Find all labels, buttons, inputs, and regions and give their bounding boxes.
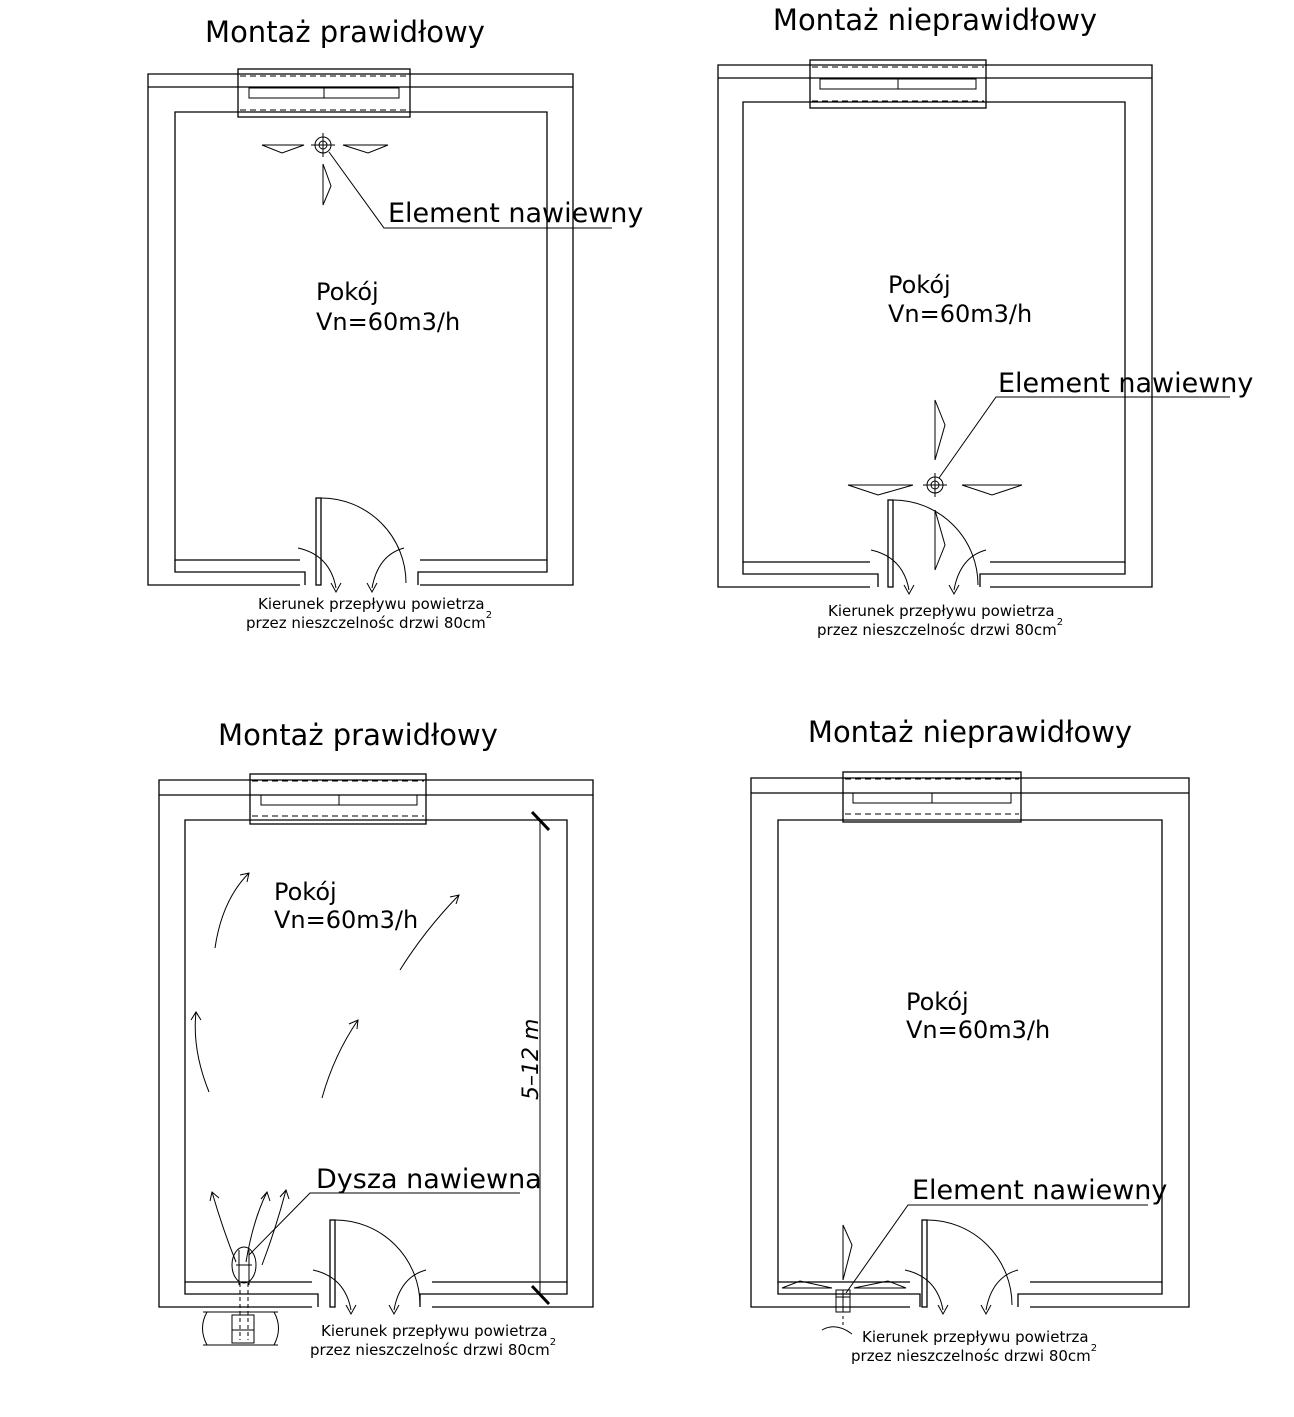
nozzle-icon bbox=[202, 1246, 279, 1346]
element-label: Element nawiewny bbox=[912, 1175, 1167, 1206]
element-label: Dysza nawiewna bbox=[316, 1164, 542, 1195]
room-flow: Vn=60m3/h bbox=[316, 308, 460, 336]
arrow-down-icon bbox=[322, 163, 332, 206]
note-text: przez nieszczelnośc drzwi 80cm bbox=[817, 621, 1057, 639]
arrow-down-icon bbox=[934, 509, 946, 571]
note-superscript: 2 bbox=[1057, 617, 1063, 628]
window bbox=[237, 68, 411, 118]
window bbox=[809, 59, 987, 109]
note-line-2: przez nieszczelnośc drzwi 80cm2 bbox=[246, 610, 492, 632]
arrow-left-icon bbox=[847, 484, 914, 496]
panel-title: Montaż prawidłowy bbox=[205, 15, 485, 49]
room-name: Pokój bbox=[274, 878, 337, 906]
room-name: Pokój bbox=[888, 271, 951, 299]
room-flow: Vn=60m3/h bbox=[274, 906, 418, 934]
panel-top-right: Montaż nieprawidłowy bbox=[717, 3, 1253, 639]
note-line-1: Kierunek przepływu powietrza bbox=[828, 602, 1055, 620]
note-text: przez nieszczelnośc drzwi 80cm bbox=[310, 1341, 550, 1359]
break-line bbox=[821, 1326, 853, 1335]
leader-line bbox=[328, 151, 612, 229]
arrow-left-icon bbox=[781, 1280, 833, 1289]
arrow-left-icon bbox=[261, 144, 305, 154]
outer-wall bbox=[717, 64, 1153, 588]
inner-wall bbox=[184, 819, 568, 1283]
outer-wall bbox=[147, 73, 574, 586]
leader-line bbox=[938, 396, 1230, 479]
note-line-1: Kierunek przepływu powietrza bbox=[862, 1328, 1089, 1346]
leader-line bbox=[845, 1204, 1148, 1294]
panel-title: Montaż nieprawidłowy bbox=[808, 715, 1132, 749]
door bbox=[742, 499, 1126, 596]
note-line-1: Kierunek przepływu powietrza bbox=[321, 1322, 548, 1340]
window bbox=[842, 771, 1022, 823]
leader-line bbox=[248, 1192, 520, 1256]
arrow-up-icon bbox=[934, 399, 946, 461]
room-flow: Vn=60m3/h bbox=[906, 1016, 1050, 1044]
panel-title: Montaż nieprawidłowy bbox=[773, 3, 1097, 37]
window bbox=[249, 773, 427, 825]
panel-top-left: Montaż prawidłowy bbox=[147, 15, 643, 632]
element-label: Element nawiewny bbox=[998, 368, 1253, 399]
arrow-right-icon bbox=[853, 1280, 907, 1289]
arrow-right-icon bbox=[342, 144, 389, 154]
inner-wall bbox=[777, 819, 1163, 1283]
supply-element bbox=[781, 1204, 1148, 1335]
outer-wall bbox=[750, 777, 1190, 1308]
note-text: przez nieszczelnośc drzwi 80cm bbox=[246, 614, 486, 632]
dimension-line bbox=[530, 810, 551, 1306]
note-line-2: przez nieszczelnośc drzwi 80cm2 bbox=[310, 1337, 556, 1359]
room-name: Pokój bbox=[906, 988, 969, 1016]
arrow-up-icon bbox=[842, 1224, 853, 1281]
door bbox=[184, 1219, 568, 1316]
room-flow: Vn=60m3/h bbox=[888, 300, 1032, 328]
outer-wall bbox=[158, 779, 594, 1308]
supply-element bbox=[261, 133, 612, 229]
panel-bottom-left: Montaż prawidłowy 5–12 m bbox=[158, 718, 594, 1359]
arrow-right-icon bbox=[961, 484, 1023, 496]
panel-bottom-right: Montaż nieprawidłowy bbox=[750, 715, 1190, 1365]
note-superscript: 2 bbox=[486, 610, 492, 621]
panel-title: Montaż prawidłowy bbox=[218, 718, 498, 752]
note-text: przez nieszczelnośc drzwi 80cm bbox=[851, 1347, 1091, 1365]
note-line-2: przez nieszczelnośc drzwi 80cm2 bbox=[817, 617, 1063, 639]
note-superscript: 2 bbox=[550, 1337, 556, 1348]
door bbox=[174, 497, 548, 594]
note-line-1: Kierunek przepływu powietrza bbox=[258, 595, 485, 613]
element-label: Element nawiewny bbox=[388, 198, 643, 229]
supply-element bbox=[847, 396, 1230, 571]
inner-wall bbox=[174, 111, 548, 561]
note-line-2: przez nieszczelnośc drzwi 80cm2 bbox=[851, 1343, 1097, 1365]
dimension-label: 5–12 m bbox=[519, 1019, 544, 1100]
door bbox=[777, 1219, 1163, 1316]
note-superscript: 2 bbox=[1091, 1343, 1097, 1354]
room-name: Pokój bbox=[316, 278, 379, 306]
